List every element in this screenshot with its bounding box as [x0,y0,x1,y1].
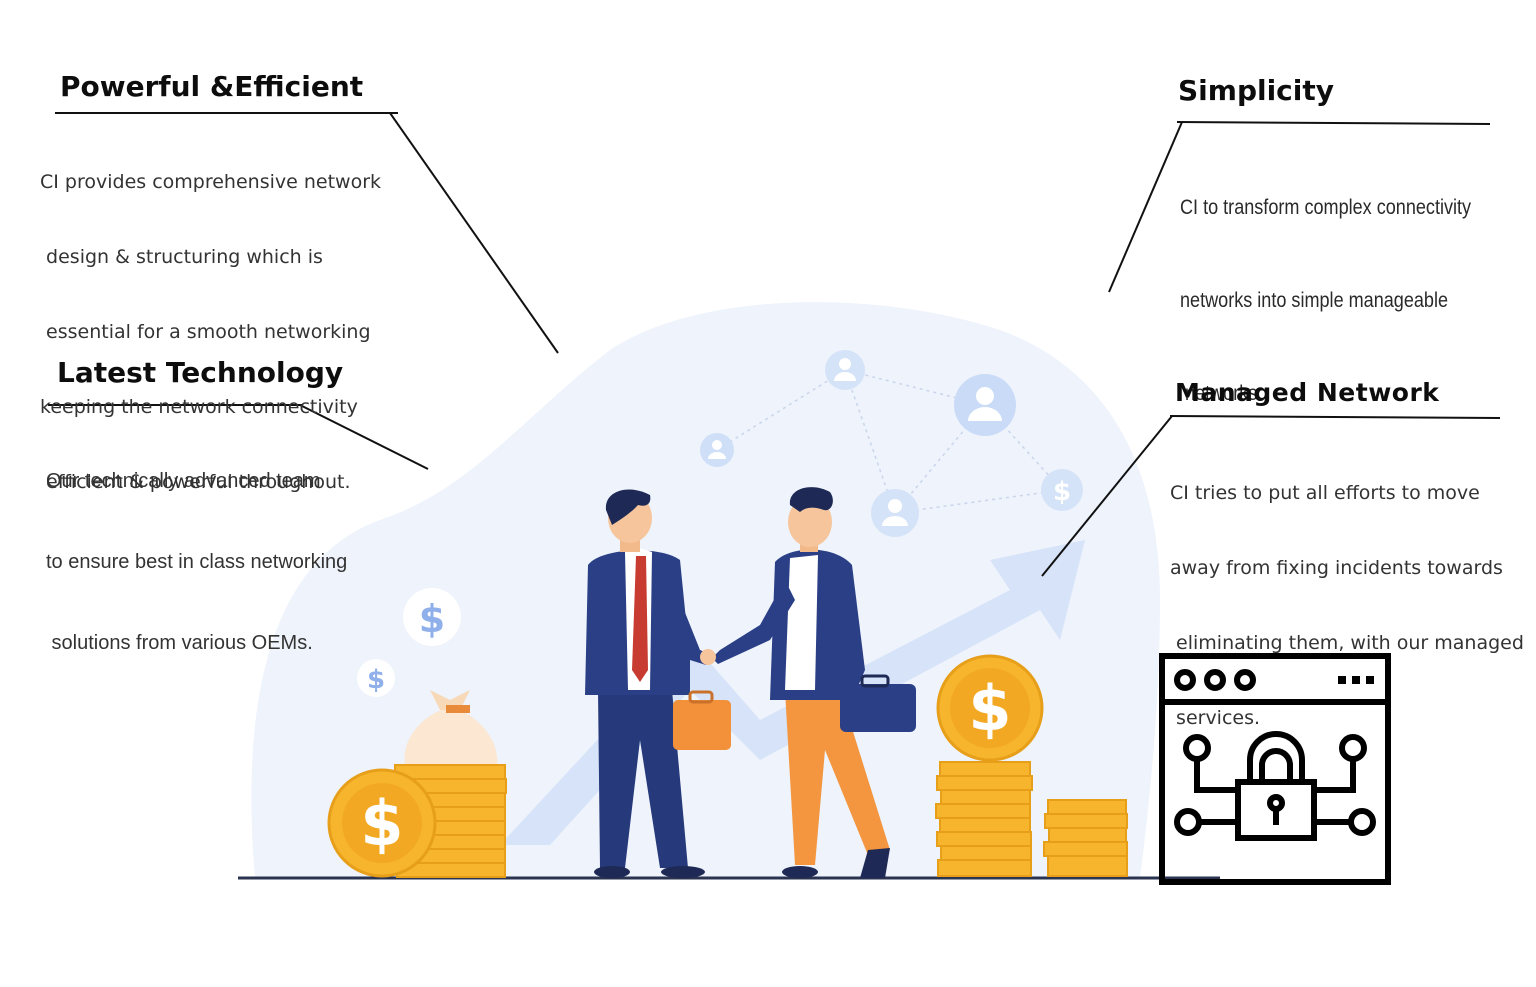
right-big-coin-symbol: $ [968,672,1011,745]
money-bag-icon [404,690,498,765]
powerful-line: CI provides comprehensive network [40,171,382,193]
dollar-node-symbol: $ [1053,477,1071,507]
underline-managed [1169,415,1501,419]
leader-lines [48,112,1501,577]
latest-description: Our technically advanced team to ensure … [46,414,347,684]
left-big-coin [327,768,437,878]
leader-managed [1041,415,1173,577]
latest-line: solutions from various OEMs. [46,632,313,654]
latest-title: Latest Technology [57,356,344,389]
simplicity-title: Simplicity [1178,74,1335,107]
simplicity-line: CI to transform complex connectivity [1180,196,1472,219]
managed-line: services. [1170,707,1261,729]
floating-dollar-small [357,659,395,697]
floating-dollar-large [403,588,461,646]
businessman-right [700,487,916,878]
powerful-title: Powerful &Efficient [60,70,364,103]
simplicity-line: networks [1180,382,1258,405]
managed-line: away from fixing incidents towards [1170,557,1503,579]
leader-powerful [389,112,559,354]
browser-menu-dots [1338,676,1374,684]
network-node-1 [825,350,865,390]
powerful-line: keeping the network connectivity [40,396,358,418]
managed-line: eliminating them, with our managed [1170,632,1524,654]
powerful-line: design & structuring which is [40,246,323,268]
managed-line: CI tries to put all efforts to move [1170,482,1480,504]
simplicity-line: networks into simple manageable [1180,289,1449,312]
simplicity-description: CI to transform complex connectivity net… [1180,130,1471,440]
right-big-coin [936,654,1044,762]
leader-latest [299,404,429,470]
network-node-2 [954,374,1016,436]
network-node-4 [871,489,919,537]
powerful-line: efficient & powerful throughout. [40,471,351,493]
secure-browser-window-icon [1159,653,1391,885]
powerful-line: essential for a smooth networking [40,321,371,343]
latest-line: to ensure best in class networking [46,551,348,573]
floating-dollar-small-symbol: $ [367,665,385,695]
managed-title: Managed Network [1175,378,1440,407]
left-big-coin-symbol: $ [360,787,403,860]
right-coin-stack-short [1043,799,1128,877]
network-node-dollar [1041,469,1083,511]
businessman-left [585,489,731,878]
network-node-3 [700,433,734,467]
latest-line: Our technically advanced team [46,470,321,492]
right-coin-stack-tall [935,761,1033,877]
floating-dollar-large-symbol: $ [419,597,445,641]
growth-arrow [500,540,1085,845]
powerful-description: CI provides comprehensive network design… [40,120,381,520]
leader-simplicity [1108,121,1183,293]
underline-simplicity [1176,121,1491,125]
managed-description: CI tries to put all efforts to move away… [1170,431,1524,756]
